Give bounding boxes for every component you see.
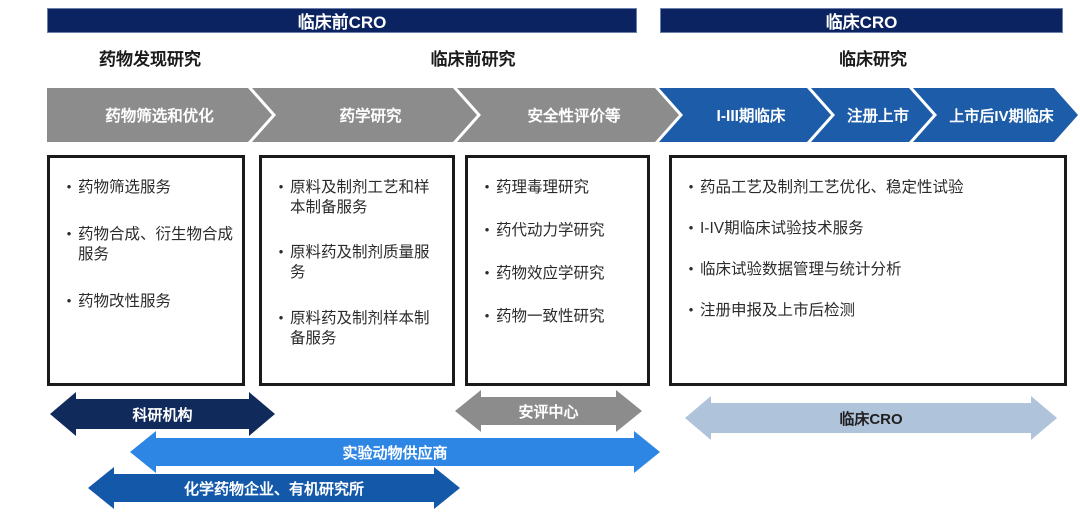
list-item: • 药理毒理研究 [478,178,639,198]
stage-label-clinical-research: 临床研究 [839,49,907,69]
list-item-text: 注册申报及上市后检测 [700,302,856,320]
list-item-text: 药物效应学研究 [496,265,605,283]
list-item: • 原料及制剂工艺和样本制备服务 [272,178,444,218]
stage-label-preclinical-research: 临床前研究 [430,49,516,69]
bullet-icon: • [278,244,284,260]
service-box-drug-screening: • 药物筛选服务 • 药物合成、衍生物合成服务 • 药物改性服务 [47,155,245,386]
list-item-text: 原料药及制剂质量服务 [290,244,430,282]
double-arrow-safety-evaluation-center: 安评中心 [455,390,642,432]
list-item: • 临床试验数据管理与统计分析 [682,260,1056,280]
list-item: • 原料药及制剂样本制备服务 [272,309,444,349]
bullet-icon: • [278,179,284,194]
bullet-icon: • [484,222,490,238]
chevron-post-market-phase-iv: 上市后IV期临床 [913,88,1078,142]
list-item: • 原料药及制剂质量服务 [272,243,444,283]
list-item-text: 药物改性服务 [78,293,172,311]
list-item: • 注册申报及上市后检测 [682,301,1056,321]
bullet-icon: • [66,226,72,242]
list-item: • 药物改性服务 [60,292,234,312]
double-arrow-research-institutions: 科研机构 [50,392,275,436]
bullet-icon: • [278,309,284,325]
list-item-text: 原料及制剂工艺和样本制备服务 [290,179,430,217]
list-item: • 药物效应学研究 [478,264,639,284]
double-arrow-lab-animal-suppliers: 实验动物供应商 [130,431,660,473]
list-item: • 药物合成、衍生物合成服务 [60,225,234,265]
bullet-icon: • [688,220,694,236]
list-item: • 药物一致性研究 [478,307,639,327]
list-item-text: 药品工艺及制剂工艺优化、稳定性试验 [700,179,964,196]
bullet-icon: • [484,308,490,324]
bullet-icon: • [484,179,490,194]
list-item: • I-IV期临床试验技术服务 [682,219,1056,239]
double-arrow-clinical-cro: 临床CRO [685,396,1057,440]
header-clinical-cro: 临床CRO [660,8,1063,33]
chevron-phase-i-iii: I-III期临床 [659,88,831,142]
bullet-icon: • [484,265,490,281]
header-preclinical-cro: 临床前CRO [47,8,637,33]
bullet-icon: • [688,179,694,194]
chevron-drug-screening: 药物筛选和优化 [47,88,272,142]
list-item-text: 原料药及制剂样本制备服务 [290,309,430,347]
bullet-icon: • [688,261,694,277]
list-item: • 药代动力学研究 [478,221,639,241]
bullet-icon: • [66,293,72,309]
list-item: • 药品工艺及制剂工艺优化、稳定性试验 [682,178,1056,198]
chevron-safety-evaluation: 安全性评价等 [457,88,679,142]
double-arrow-chemical-drug-companies: 化学药物企业、有机研究所 [88,467,460,509]
service-box-clinical-services: • 药品工艺及制剂工艺优化、稳定性试验 • I-IV期临床试验技术服务 • 临床… [669,155,1067,386]
chevron-pharmacy-research: 药学研究 [252,88,477,142]
list-item-text: 药物一致性研究 [496,308,605,326]
list-item-text: 药物筛选服务 [78,179,172,196]
list-item-text: 药代动力学研究 [496,222,605,240]
list-item: • 药物筛选服务 [60,178,234,198]
bullet-icon: • [688,302,694,318]
list-item-text: 药物合成、衍生物合成服务 [78,226,234,264]
service-box-api-formulation: • 原料及制剂工艺和样本制备服务 • 原料药及制剂质量服务 • 原料药及制剂样本… [259,155,455,386]
stage-label-drug-discovery: 药物发现研究 [99,49,201,69]
list-item-text: 临床试验数据管理与统计分析 [700,261,902,279]
list-item-text: 药理毒理研究 [496,179,590,196]
service-box-pharmacology: • 药理毒理研究 • 药代动力学研究 • 药物效应学研究 • 药物一致性研究 [465,155,650,386]
list-item-text: I-IV期临床试验技术服务 [700,220,864,238]
bullet-icon: • [66,179,72,194]
